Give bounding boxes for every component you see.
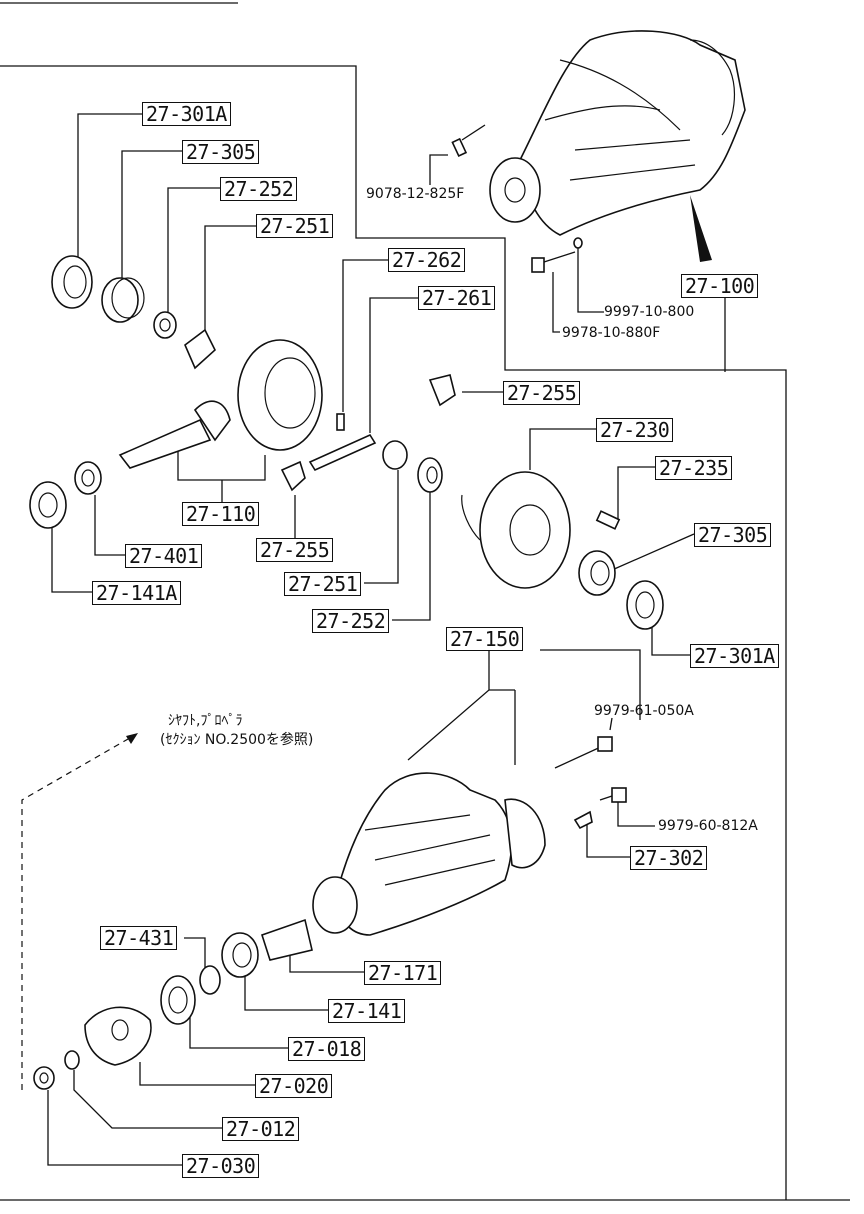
label-27-018: 27-018	[288, 1037, 366, 1061]
top-bolts	[451, 124, 583, 273]
reference-note-line2: (ｾｸｼｮﾝ NO.2500を参照)	[160, 732, 314, 748]
bolt-label-9979-61-050a: 9979-61-050A	[594, 703, 694, 719]
label-27-252-bottom: 27-252	[312, 609, 390, 633]
label-27-141a: 27-141A	[92, 581, 181, 605]
differential-case-group	[308, 374, 664, 630]
label-27-431: 27-431	[100, 926, 178, 950]
label-27-255-bottom: 27-255	[256, 538, 334, 562]
label-27-251-bottom: 27-251	[284, 572, 362, 596]
label-27-401: 27-401	[125, 544, 203, 568]
label-27-030: 27-030	[182, 1154, 260, 1178]
label-27-235: 27-235	[655, 456, 733, 480]
carrier-housing-27-150	[312, 736, 627, 936]
leader-lines	[21, 113, 726, 1166]
label-27-262: 27-262	[388, 248, 466, 272]
bolt-label-9979-60-812a: 9979-60-812A	[658, 818, 758, 834]
bolt-label-9978-10-880f: 9978-10-880F	[562, 325, 661, 341]
label-27-251-top: 27-251	[256, 214, 334, 238]
label-27-301a-right: 27-301A	[690, 644, 779, 668]
bolt-label-9997-10-800: 9997-10-800	[604, 304, 695, 320]
label-27-150: 27-150	[446, 627, 524, 651]
label-27-110: 27-110	[182, 502, 260, 526]
label-27-305-top: 27-305	[182, 140, 260, 164]
bolt-label-9078-12-825f: 9078-12-825F	[366, 186, 465, 202]
housing-assembly-27-100	[489, 30, 746, 262]
label-27-261: 27-261	[418, 286, 496, 310]
label-27-171: 27-171	[364, 961, 442, 985]
reference-note-line1: ｼﾔﾌﾄ,ﾌﾟﾛﾍﾟﾗ	[168, 713, 243, 729]
lower-pinion-parts	[33, 918, 313, 1090]
label-27-141: 27-141	[328, 999, 406, 1023]
pinion-group	[29, 255, 323, 529]
label-27-302: 27-302	[630, 846, 708, 870]
label-27-305-right: 27-305	[694, 523, 772, 547]
label-27-012: 27-012	[222, 1117, 300, 1141]
label-27-252-top: 27-252	[220, 177, 298, 201]
frame-lines	[0, 2, 850, 1201]
label-27-230: 27-230	[596, 418, 674, 442]
label-27-255-right: 27-255	[503, 381, 581, 405]
label-27-100: 27-100	[681, 274, 759, 298]
label-27-301a-top: 27-301A	[142, 102, 231, 126]
label-27-020: 27-020	[255, 1074, 333, 1098]
